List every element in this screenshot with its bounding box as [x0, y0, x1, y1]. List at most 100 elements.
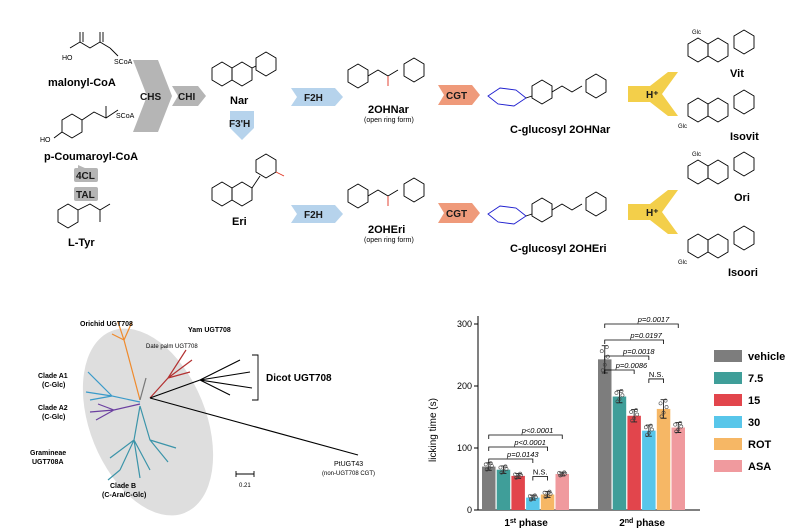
tal-label: TAL: [76, 190, 95, 201]
nar-structure: [211, 51, 277, 87]
data-point: [483, 462, 488, 467]
legend-label: 30: [748, 417, 760, 429]
data-point: [663, 398, 668, 403]
ptugt-label: PtUGT43: [334, 461, 363, 468]
bar: [511, 475, 525, 510]
clade-a1-sub-label: (C-Glc): [42, 382, 65, 389]
bar: [482, 466, 496, 510]
tyr-structure: [57, 203, 111, 229]
coumaroyl-scoa-label: SCoA: [116, 113, 135, 120]
f2h-top-label: F2H: [304, 93, 323, 104]
legend-swatch: [714, 438, 742, 450]
data-point: [648, 423, 653, 428]
significance-bracket: [604, 323, 679, 328]
chs-chevron: [133, 60, 172, 132]
clade-b-sub-label: (C-Ara/C-Glc): [102, 492, 146, 499]
ori-glc-label: Glc: [692, 152, 701, 158]
f3h-label: F3'H: [229, 119, 250, 130]
y-tick-label: 300: [457, 319, 472, 329]
2ohnar-label: 2OHNar: [368, 104, 410, 116]
malonyl-oh-label: HO: [62, 55, 73, 62]
malonyl-coa-structure: HO SCoA: [62, 32, 133, 66]
significance-bracket: [488, 434, 563, 439]
pathway-panel: HO SCoA malonyl-CoA HO SCoA p-Coumaroyl-…: [40, 29, 759, 279]
tyr-label: L-Tyr: [68, 237, 95, 249]
data-point: [629, 410, 634, 414]
data-point: [678, 421, 683, 425]
significance-bracket: [604, 339, 664, 344]
vit-label: Vit: [730, 68, 744, 80]
significance-label: p=0.0086: [615, 361, 648, 370]
legend-label: ROT: [748, 439, 772, 451]
cgt-bottom-label: CGT: [446, 209, 467, 220]
coumaroyl-oh-label: HO: [40, 137, 51, 144]
h-top-label: H⁺: [646, 90, 659, 101]
date-palm-branch: [139, 377, 147, 401]
chi-label: CHI: [178, 92, 195, 103]
isoori-glc-label: Glc: [678, 260, 687, 266]
significance-bracket: [604, 355, 650, 360]
data-point: [516, 474, 521, 479]
data-point: [605, 354, 610, 359]
data-point: [545, 493, 550, 498]
y-tick-label: 0: [467, 505, 472, 515]
data-point: [619, 389, 624, 393]
2oheri-label: 2OHEri: [368, 224, 405, 236]
legend-label: 7.5: [748, 373, 763, 385]
ptugt-sub-label: (non-UGT708 CGT): [322, 471, 375, 477]
data-point: [547, 489, 552, 494]
bar: [656, 408, 671, 510]
significance-bracket: [604, 369, 635, 374]
data-point: [530, 496, 535, 501]
cgt-top-label: CGT: [446, 91, 467, 102]
data-point: [661, 410, 666, 415]
data-point: [658, 401, 663, 406]
data-point: [674, 429, 679, 434]
legend-label: 15: [748, 395, 760, 407]
vit-glc-label: Glc: [692, 30, 701, 36]
clade-a2-label: Clade A2: [38, 405, 68, 412]
clade-a2-sub-label: (C-Glc): [42, 414, 65, 421]
ptugt-branch: [149, 397, 359, 456]
scale-label: 0.21: [239, 483, 251, 489]
tal-badge: [74, 187, 98, 201]
clade-highlight: [82, 328, 214, 516]
2ohnar-structure: [347, 57, 425, 89]
data-point: [484, 467, 489, 472]
data-point: [614, 390, 619, 395]
data-point: [513, 472, 518, 477]
isovit-label: Isovit: [730, 131, 759, 143]
bar: [540, 494, 555, 510]
chart-significance: p<0.0001p<0.0001p=0.0143N.S.p=0.0017p=0.…: [488, 315, 679, 481]
data-point: [630, 418, 635, 423]
bar: [671, 427, 685, 510]
cgt-bottom-arrow: [438, 203, 480, 223]
data-point: [620, 393, 625, 398]
data-point: [676, 427, 681, 432]
data-point: [542, 490, 547, 495]
dicot-label: Dicot UGT708: [266, 373, 332, 384]
data-point: [548, 491, 553, 496]
legend-swatch: [714, 372, 742, 384]
legend-swatch: [714, 350, 742, 362]
clade-b-branch: [107, 405, 177, 481]
ori-structure: Glc: [687, 151, 755, 185]
significance-label: N.S.: [533, 468, 548, 477]
data-point: [615, 399, 620, 404]
dicot-branch: [149, 359, 253, 399]
cglucosyl-2oheri-structure: [487, 191, 607, 225]
data-point: [604, 345, 609, 349]
clade-a1-branch: [85, 371, 141, 403]
f2h-bottom-arrow: [291, 205, 343, 223]
data-point: [499, 470, 504, 475]
bar: [496, 469, 511, 510]
gramineae-sub-label: UGT708A: [32, 459, 64, 466]
bar: [598, 359, 612, 510]
data-point: [543, 495, 548, 499]
eri-structure: [211, 153, 285, 207]
bar: [627, 415, 641, 510]
data-point: [599, 349, 604, 354]
data-point: [527, 494, 532, 499]
legend-label: ASA: [748, 461, 771, 473]
